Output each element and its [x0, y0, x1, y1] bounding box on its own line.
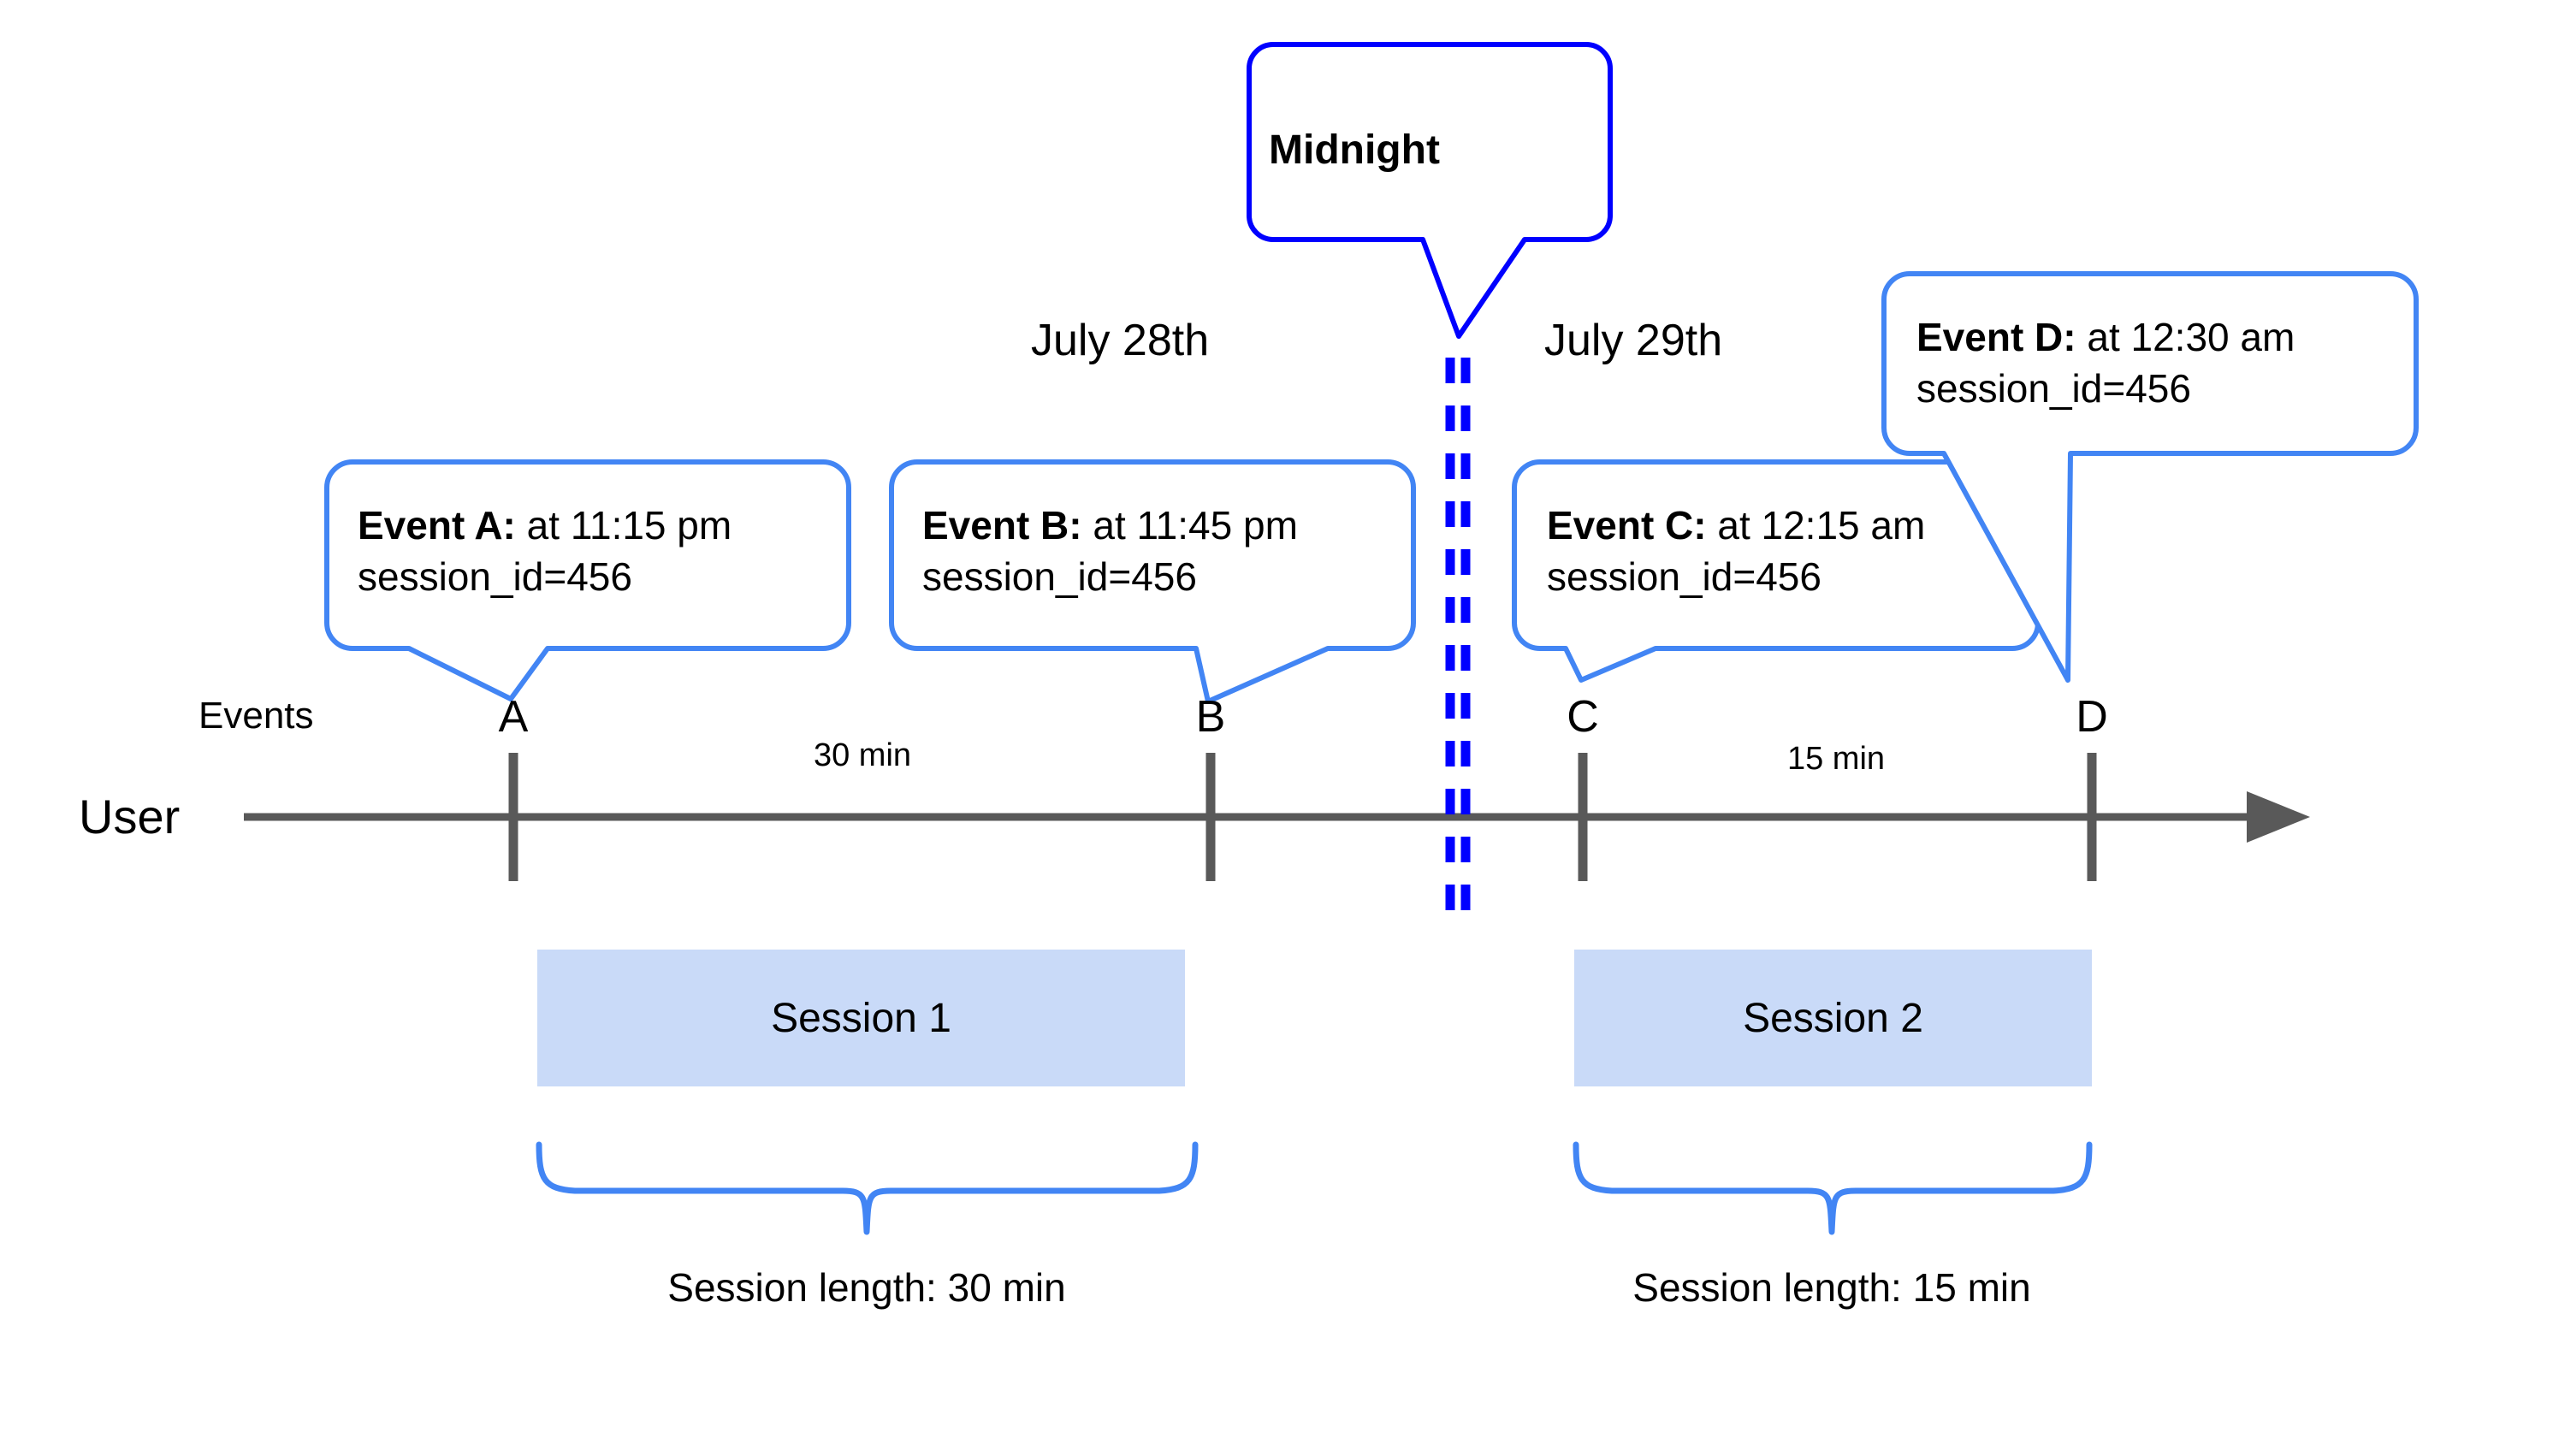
brace-session-2	[1573, 1141, 2093, 1235]
timeline-axis	[244, 753, 2310, 881]
event-letter-b: B	[1195, 692, 1226, 742]
brace-session-1	[536, 1141, 1199, 1235]
callout-event-d-detail: at 12:30 am	[2076, 315, 2295, 359]
callout-event-b-meta: session_id=456	[922, 553, 1197, 599]
callout-event-c-line1: Event C: at 12:15 am	[1547, 500, 1925, 552]
callout-event-a-text: Event A: at 11:15 pm session_id=456	[358, 500, 732, 603]
event-letter-c: C	[1567, 692, 1599, 742]
callout-midnight-shape	[1247, 42, 1613, 339]
events-row-label: Events	[198, 695, 314, 737]
callout-event-a-lead: Event A:	[358, 503, 516, 547]
event-letter-d: D	[2076, 692, 2108, 742]
callout-event-a-meta: session_id=456	[358, 553, 632, 599]
callout-event-d-lead: Event D:	[1916, 315, 2076, 359]
date-label-july-28: July 28th	[1031, 316, 1210, 365]
session-box-2: Session 2	[1574, 950, 2092, 1086]
callout-event-a-line1: Event A: at 11:15 pm	[358, 500, 732, 552]
callout-event-b-line1: Event B: at 11:45 pm	[922, 500, 1298, 552]
callout-event-c-lead: Event C:	[1547, 503, 1707, 547]
callout-event-d[interactable]	[1881, 271, 2419, 683]
session-box-1: Session 1	[537, 950, 1185, 1086]
session-box-1-label: Session 1	[771, 995, 951, 1041]
callout-event-c-detail: at 12:15 am	[1706, 503, 1926, 547]
session-length-label-2: Session length: 15 min	[1632, 1265, 2031, 1310]
callout-midnight-label: Midnight	[1269, 127, 1440, 173]
axis-arrowhead	[2247, 791, 2310, 843]
session-box-2-label: Session 2	[1743, 995, 1923, 1041]
callout-event-d-meta: session_id=456	[1916, 365, 2191, 411]
gap-label-15-min: 15 min	[1786, 741, 1886, 777]
session-length-label-1: Session length: 30 min	[667, 1265, 1066, 1310]
event-letter-a: A	[498, 692, 529, 742]
callout-event-a-detail: at 11:15 pm	[515, 503, 732, 547]
callout-event-b-lead: Event B:	[922, 503, 1082, 547]
callout-event-b-text: Event B: at 11:45 pm session_id=456	[922, 500, 1298, 603]
callout-event-c-meta: session_id=456	[1547, 553, 1821, 599]
brace-session-1-path	[536, 1141, 1199, 1235]
gap-label-30-min: 30 min	[813, 737, 912, 773]
date-label-july-29: July 29th	[1544, 316, 1723, 365]
callout-event-d-shape	[1881, 271, 2419, 683]
midnight-divider	[1445, 358, 1471, 932]
callout-event-d-text: Event D: at 12:30 am session_id=456	[1916, 312, 2295, 415]
callout-event-b-detail: at 11:45 pm	[1081, 503, 1298, 547]
callout-event-c-text: Event C: at 12:15 am session_id=456	[1547, 500, 1925, 603]
brace-session-2-path	[1573, 1141, 2093, 1235]
callout-event-b-shape	[889, 459, 1416, 704]
callout-event-b[interactable]	[889, 459, 1416, 704]
axis-role-label-user: User	[79, 790, 181, 843]
callout-event-a[interactable]	[324, 459, 851, 701]
callout-event-d-line1: Event D: at 12:30 am	[1916, 312, 2295, 364]
callout-event-a-shape	[324, 459, 851, 701]
callout-midnight[interactable]	[1247, 42, 1613, 339]
